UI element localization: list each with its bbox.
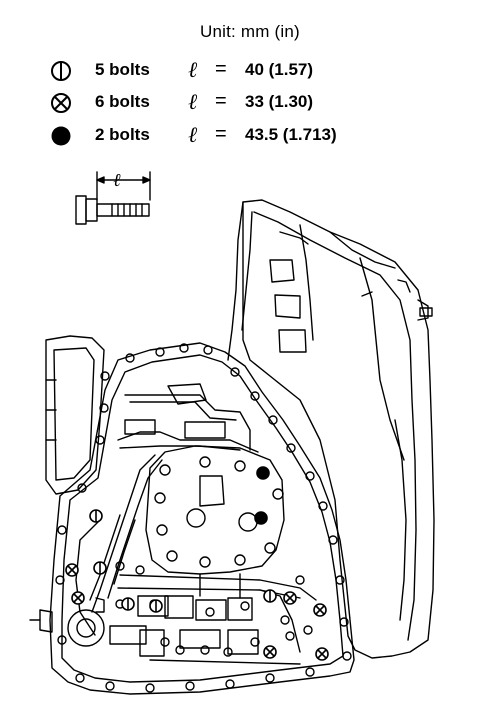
- legend-row-5-bolts: 5 bolts ℓ = 40 (1.57): [50, 58, 470, 83]
- legend-length-symbol: ℓ: [188, 58, 198, 83]
- legend-count: 5 bolts: [95, 60, 150, 79]
- legend-length-value: 33 (1.30): [245, 92, 314, 111]
- legend-equals: =: [215, 123, 227, 145]
- legend-length-symbol: ℓ: [188, 123, 198, 148]
- circle-cross-icon: [51, 93, 71, 113]
- legend-length-symbol: ℓ: [188, 90, 198, 115]
- bolt-length-symbol: ℓ: [113, 170, 121, 191]
- legend-row-2-bolts: 2 bolts ℓ = 43.5 (1.713): [50, 123, 470, 148]
- legend-count: 6 bolts: [95, 92, 150, 111]
- legend-equals: =: [215, 58, 227, 80]
- perimeter-bolt-holes: [55, 343, 352, 693]
- filled-circle-icon: [51, 126, 71, 146]
- legend-length-value: 40 (1.57): [245, 60, 314, 79]
- legend-row-6-bolts: 6 bolts ℓ = 33 (1.30): [50, 90, 470, 115]
- circle-vertical-line-icon: [51, 61, 71, 81]
- legend-equals: =: [215, 90, 227, 112]
- bolt-length-illustration: [75, 171, 151, 225]
- legend-length-value: 43.5 (1.713): [245, 125, 337, 144]
- legend-count: 2 bolts: [95, 125, 150, 144]
- bolt-33mm-markers: [65, 563, 329, 661]
- bolt-40mm-markers: [89, 509, 277, 613]
- unit-label: Unit: mm (in): [200, 22, 300, 41]
- bolt-43-5mm-markers: [254, 466, 270, 525]
